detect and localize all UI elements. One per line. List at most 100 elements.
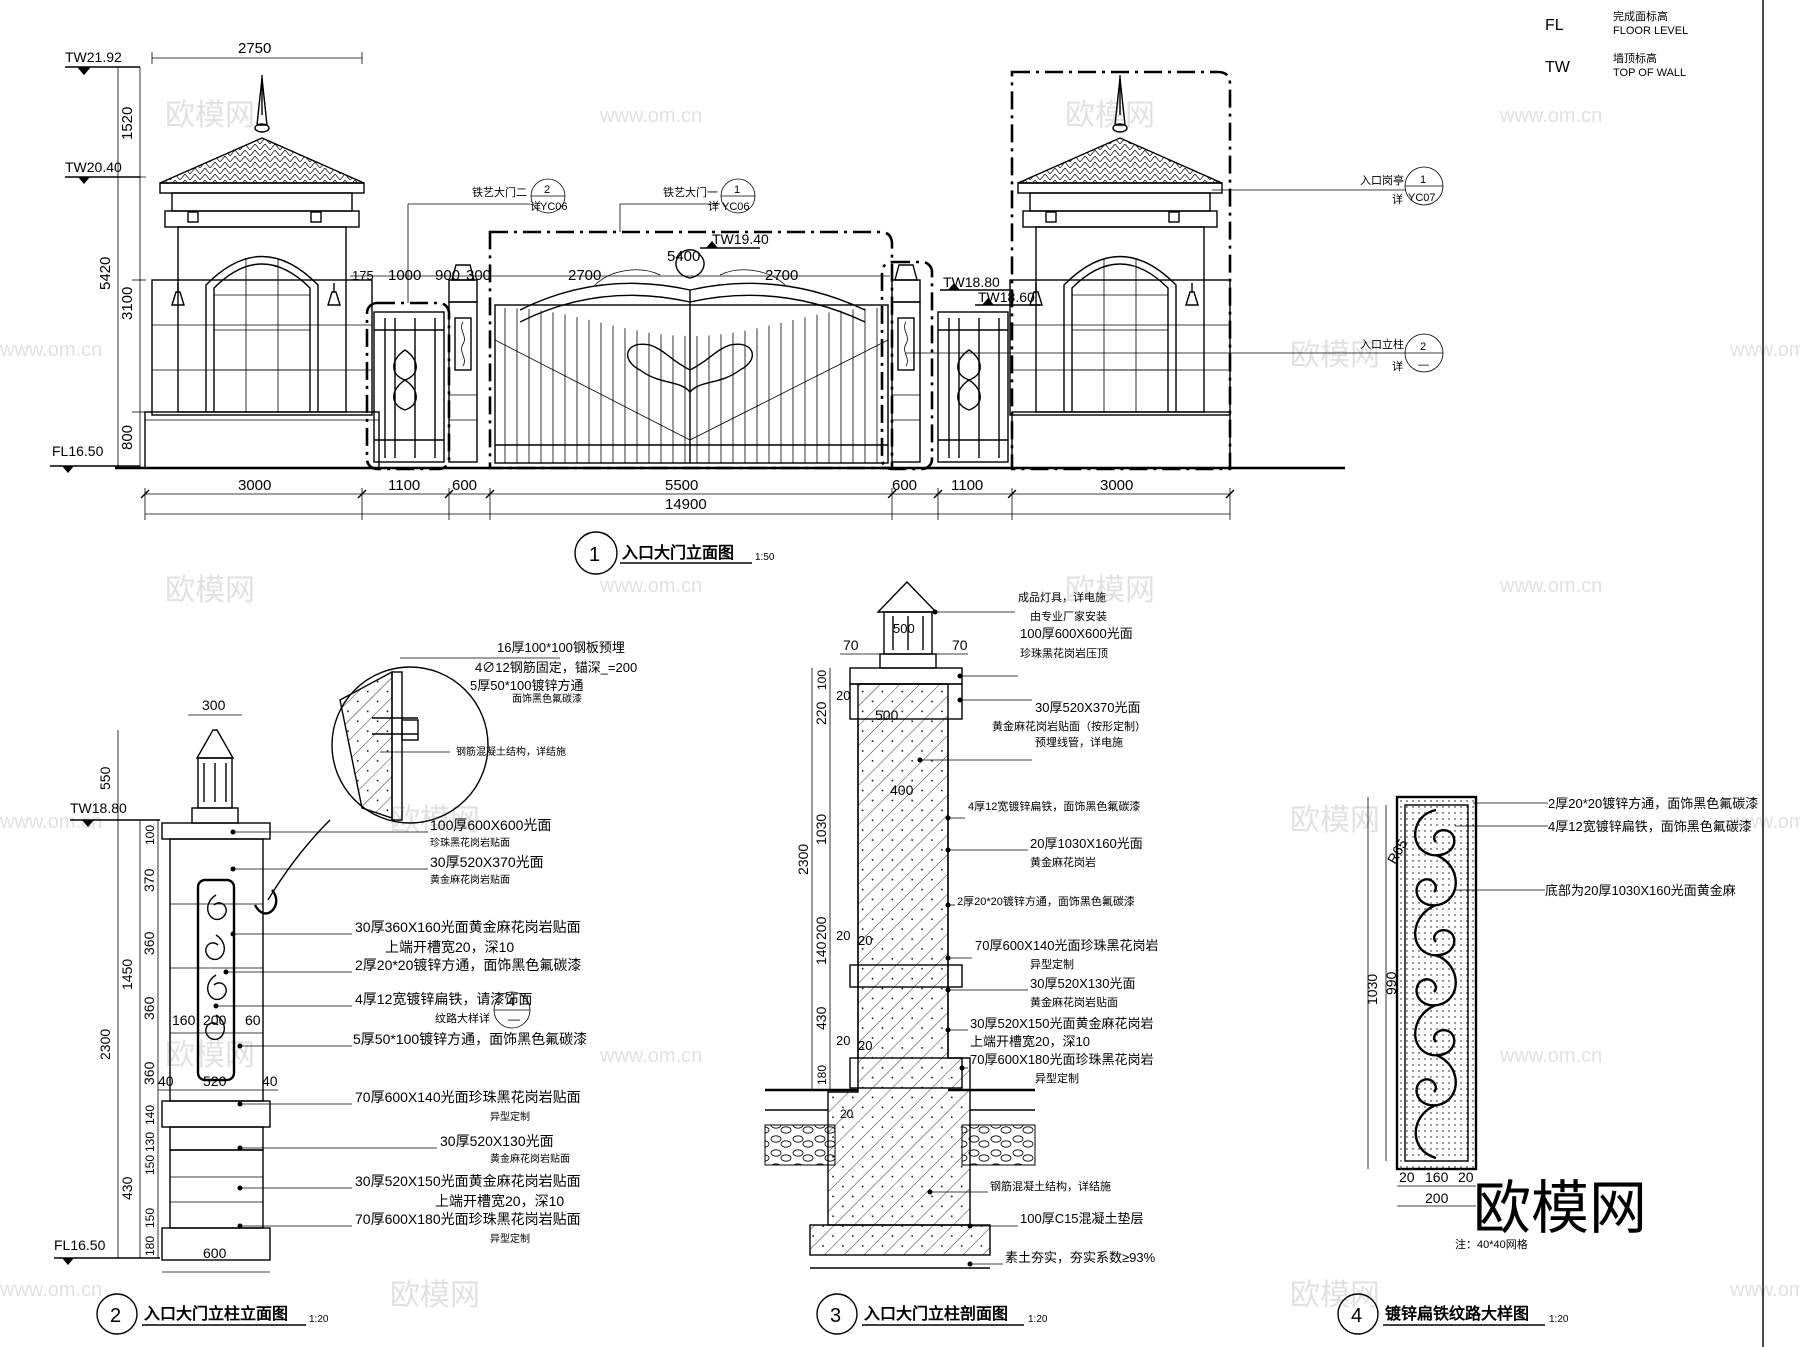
- dim-600-right: 600: [892, 477, 917, 494]
- finial-icon: [256, 77, 268, 126]
- callout-label-gate-2: 铁艺大门二: [472, 185, 527, 199]
- brand-logo-text: 欧模网: [1473, 1176, 1647, 1241]
- leader-dot: [237, 1223, 243, 1229]
- level-fl-16-50: FL16.50: [52, 443, 104, 459]
- dim-tick: [887, 489, 897, 499]
- svg-text:珍珠黑花岗岩压顶: 珍珠黑花岗岩压顶: [1020, 646, 1108, 660]
- drawing-2-title: 2 入口大门立柱立面图 1:20: [96, 1293, 329, 1335]
- level-tw-wall: TW18.60: [978, 289, 1035, 305]
- legend-fl-code: FL: [1545, 17, 1564, 34]
- svg-text:30厚520X150光面黄金麻花岗岩贴面: 30厚520X150光面黄金麻花岗岩贴面: [355, 1173, 581, 1189]
- leader-dot: [237, 1043, 243, 1049]
- svg-text:20: 20: [858, 1038, 872, 1053]
- watermark-brand: 欧模网: [165, 574, 255, 607]
- svg-text:黄金麻花岗岩: 黄金麻花岗岩: [1030, 855, 1096, 869]
- dim-14900: 14900: [665, 496, 707, 513]
- level-fl-16-50: FL16.50: [54, 1237, 106, 1253]
- dim-tick: [933, 489, 943, 499]
- svg-text:4∅12钢筋固定，锚深_=200: 4∅12钢筋固定，锚深_=200: [475, 660, 637, 675]
- svg-text:4: 4: [1351, 1305, 1362, 1327]
- svg-text:70厚600X140光面珍珠黑花岗岩: 70厚600X140光面珍珠黑花岗岩: [975, 938, 1159, 953]
- dim-v-5420: 5420: [97, 257, 114, 290]
- watermark-url: www.om.cn: [1499, 105, 1602, 127]
- svg-text:2厚20*20镀锌方通，面饰黑色氟碳漆: 2厚20*20镀锌方通，面饰黑色氟碳漆: [1548, 796, 1758, 811]
- watermark-brand: 欧模网: [1065, 574, 1155, 607]
- leader-dot: [230, 866, 236, 872]
- svg-text:1:20: 1:20: [309, 1314, 329, 1325]
- watermark-brand: 欧模网: [165, 99, 255, 132]
- dim-v-3100: 3100: [119, 287, 136, 320]
- legend-tw-code: TW: [1545, 59, 1571, 76]
- dim-v-2300: 2300: [97, 1029, 113, 1060]
- dim-tick: [1007, 489, 1017, 499]
- callout-label-gate-1: 铁艺大门一: [663, 185, 718, 199]
- legend-tw-en: TOP OF WALL: [1613, 67, 1686, 79]
- title-scale: 1:50: [755, 552, 775, 563]
- level-tw-21-92: TW21.92: [65, 49, 122, 65]
- svg-text:2: 2: [110, 1305, 121, 1327]
- svg-text:5厚50*100镀锌方通，面饰黑色氟碳漆: 5厚50*100镀锌方通，面饰黑色氟碳漆: [353, 1031, 587, 1047]
- svg-text:详: 详: [530, 199, 541, 213]
- watermark-brand: 欧模网: [390, 804, 480, 837]
- svg-text:镀锌扁铁纹路大样图: 镀锌扁铁纹路大样图: [1385, 1304, 1529, 1323]
- leader-dot: [230, 829, 236, 835]
- roof-tiles: [1017, 137, 1223, 184]
- dim-v-150a: 150: [143, 1155, 157, 1175]
- svg-text:20: 20: [858, 933, 872, 948]
- leader-dot: [957, 697, 963, 703]
- dim-v-360c: 360: [141, 1061, 157, 1085]
- dim-v-360b: 360: [141, 996, 157, 1020]
- leader-dot: [945, 847, 951, 853]
- watermark-url-layer: www.om.cn www.om.cn www.om.cn www.om.cn …: [0, 105, 1800, 1301]
- svg-text:黄金麻花岗岩贴面: 黄金麻花岗岩贴面: [1030, 995, 1118, 1009]
- svg-text:详: 详: [1392, 359, 1403, 373]
- level-markers: TW21.92 TW20.40 FL16.50 TW19.40 TW18.80 …: [50, 49, 1040, 473]
- watermark-brand: 欧模网: [1065, 99, 1155, 132]
- svg-text:1:20: 1:20: [1028, 1314, 1048, 1325]
- drawing-1-title: 1 入口大门立面图 1:50: [574, 531, 775, 575]
- svg-text:2厚20*20镀锌方通，面饰黑色氟碳漆: 2厚20*20镀锌方通，面饰黑色氟碳漆: [355, 957, 581, 973]
- svg-text:500: 500: [893, 621, 915, 636]
- roof-tiles: [159, 137, 365, 184]
- drawing-4-flat-iron-detail: R65 1030 990 20 160 20 200 2厚20*20镀锌方通，面…: [1337, 795, 1758, 1335]
- svg-text:由专业厂家安装: 由专业厂家安装: [1030, 609, 1107, 623]
- left-pedestrian-gate: [365, 301, 451, 471]
- lantern-icon: [876, 580, 938, 613]
- notes-drawing-2: 100厚600X600光面 珍珠黑花岗岩贴面 30厚520X370光面 黄金麻花…: [213, 817, 587, 1245]
- svg-text:异型定制: 异型定制: [1035, 1071, 1079, 1085]
- callout-ref: —: [1418, 359, 1429, 371]
- dim-v-1450: 1450: [119, 959, 135, 990]
- drawing-3-title: 3 入口大门立柱剖面图 1:20: [816, 1293, 1048, 1335]
- drawing-1-gate-elevation: TW21.92 TW20.40 FL16.50 TW19.40 TW18.80 …: [50, 40, 1444, 575]
- watermark-url: www.om.cn: [1729, 811, 1800, 833]
- drawing-2-post-elevation: TW18.80 FL16.50 300 550 100 370 360 1450…: [54, 640, 637, 1335]
- drawing-4-title: 4 镀锌扁铁纹路大样图 1:20: [1337, 1293, 1569, 1335]
- right-guardhouse: [1009, 70, 1232, 471]
- wall-lamp-icon: [171, 283, 185, 306]
- dim-tick: [485, 489, 495, 499]
- svg-text:上端开槽宽20，深10: 上端开槽宽20，深10: [385, 939, 514, 955]
- watermark-brand: 欧模网: [390, 1279, 480, 1312]
- svg-text:底部为20厚1030X160光面黄金麻: 底部为20厚1030X160光面黄金麻: [1545, 883, 1736, 898]
- svg-text:160: 160: [1425, 1169, 1449, 1185]
- gate-bars: [504, 308, 878, 463]
- dims-left: 1520 5420 3100 800: [97, 67, 146, 468]
- callout-num: 2: [544, 184, 550, 196]
- svg-text:30厚520X150光面黄金麻花岗岩: 30厚520X150光面黄金麻花岗岩: [970, 1016, 1154, 1031]
- svg-text:180: 180: [815, 1065, 829, 1085]
- svg-text:430: 430: [813, 1006, 829, 1030]
- svg-text:2厚20*20镀锌方通，面饰黑色氟碳漆: 2厚20*20镀锌方通，面饰黑色氟碳漆: [957, 894, 1135, 908]
- svg-text:100厚C15混凝土垫层: 100厚C15混凝土垫层: [1020, 1211, 1144, 1226]
- svg-text:20: 20: [1399, 1169, 1415, 1185]
- leader-dot: [917, 757, 923, 763]
- leader-dot: [945, 987, 951, 993]
- svg-text:入口大门立柱剖面图: 入口大门立柱剖面图: [864, 1304, 1008, 1323]
- svg-text:3: 3: [830, 1305, 841, 1327]
- dim-200: 200: [203, 1012, 227, 1028]
- dim-v-140: 140: [143, 1105, 157, 1125]
- dim-300: 300: [202, 697, 226, 713]
- leader-dot: [213, 1003, 219, 1009]
- leader-dot: [959, 1065, 965, 1071]
- dim-5500: 5500: [665, 477, 698, 494]
- watermark-url: www.om.cn: [1729, 1279, 1800, 1301]
